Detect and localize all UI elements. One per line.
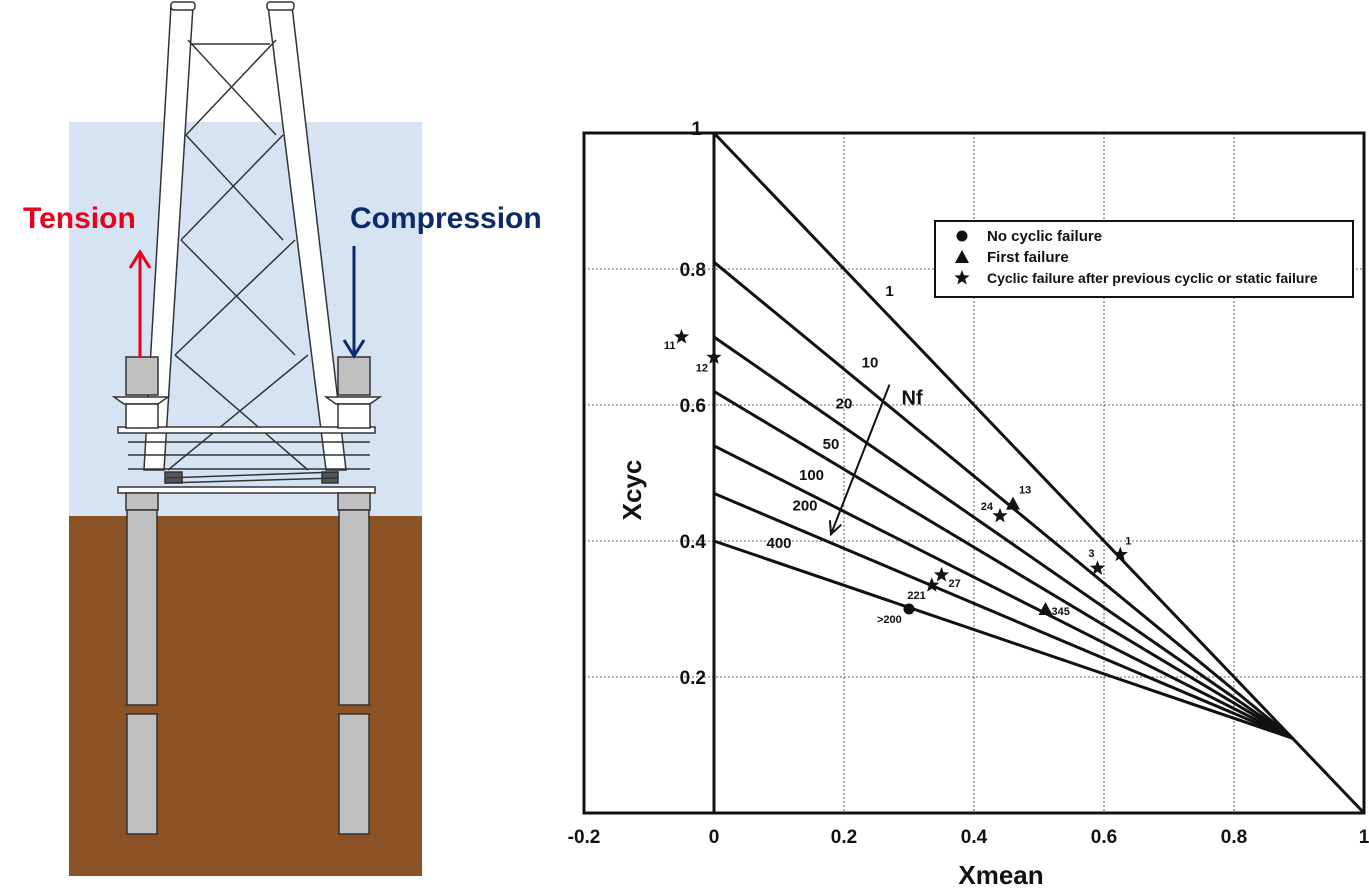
compression-label: Compression	[350, 202, 542, 235]
legend-star-marker	[954, 270, 970, 285]
x-tick-label: 1	[1359, 827, 1369, 848]
x-tick-label: 0.4	[961, 827, 988, 848]
series-label-50: 50	[823, 436, 840, 453]
point-label: 1	[1125, 536, 1131, 548]
y-tick-label: 0.8	[680, 260, 706, 281]
point-label: 13	[1019, 485, 1031, 497]
water-region	[69, 122, 422, 516]
chart-points: >200 13 345 11 12 24 3 1 27 221	[664, 329, 1131, 626]
plot-frame	[582, 131, 1366, 815]
legend-box	[934, 220, 1354, 298]
platform-beams	[117, 426, 376, 494]
x-tick-label: 0.2	[831, 827, 857, 848]
legend-circle-marker	[956, 230, 968, 242]
legend-entry-label: Cyclic failure after previous cyclic or …	[987, 270, 1318, 286]
tension-label: Tension	[23, 202, 136, 235]
star-marker	[1089, 560, 1106, 575]
y-tick-label: 1	[691, 119, 702, 140]
nf-arrow-label: Nf	[902, 388, 923, 410]
point-label: 3	[1088, 548, 1094, 560]
point-label: 345	[1052, 606, 1070, 618]
triangle-marker	[1038, 602, 1053, 615]
point-label: 11	[664, 340, 676, 352]
series-label-200: 200	[792, 497, 817, 514]
triangle-marker	[1006, 496, 1020, 510]
y-axis-title: Xcyc	[617, 460, 647, 521]
star-marker	[992, 507, 1008, 523]
x-tick-label: 0.8	[1221, 827, 1247, 848]
nf-arrow-line	[830, 384, 891, 535]
point-label: 24	[981, 501, 994, 513]
left-pile	[111, 356, 171, 835]
x-tick-label: 0	[709, 827, 720, 848]
nf-arrow-head	[828, 520, 842, 537]
series-label-20: 20	[836, 395, 853, 412]
jacket-foundation-diagram: Tension Compression	[23, 1, 542, 876]
series-label-100: 100	[799, 467, 824, 484]
star-marker	[933, 567, 950, 582]
series-line-400	[713, 539, 1293, 740]
series-line-50	[713, 390, 1294, 740]
series-label-400: 400	[766, 535, 791, 552]
point-label: 27	[949, 578, 961, 590]
x-tick-label: -0.2	[568, 827, 601, 848]
series-label-1: 1	[885, 283, 893, 300]
legend-entry-label: First failure	[987, 249, 1069, 266]
jacket-bracing	[167, 39, 309, 471]
point-label: 12	[696, 362, 708, 374]
point-label: >200	[877, 614, 902, 626]
series-line-10	[713, 261, 1294, 740]
y-tick-label: 0.6	[680, 396, 706, 417]
series-line-1	[712, 131, 1366, 815]
y-tick-label: 0.2	[680, 668, 706, 689]
x-axis-title: Xmean	[958, 860, 1043, 889]
series-line-200	[713, 492, 1294, 740]
compression-arrow	[342, 246, 366, 359]
right-pile	[323, 356, 383, 835]
circle-marker	[903, 603, 915, 615]
star-marker	[924, 577, 940, 592]
chart-series: 1 10 20 50 100 200 400 Nf	[712, 131, 1366, 815]
chart-axes: -0.2 0 0.2 0.4 0.6 0.8 1 0.2 0.4 0.6 0.8 1	[568, 119, 1369, 848]
y-tick-label: 0.4	[680, 532, 707, 553]
jacket-structure	[143, 1, 347, 471]
series-line-20	[713, 335, 1294, 740]
series-label-10: 10	[862, 355, 879, 372]
legend-triangle-marker	[955, 250, 969, 263]
star-marker	[673, 329, 690, 344]
legend-entry-label: No cyclic failure	[987, 228, 1102, 245]
point-label: 221	[907, 590, 925, 602]
star-marker	[1112, 546, 1128, 562]
x-tick-label: 0.6	[1091, 827, 1117, 848]
tension-arrow	[128, 249, 152, 358]
series-line-100	[713, 444, 1294, 740]
